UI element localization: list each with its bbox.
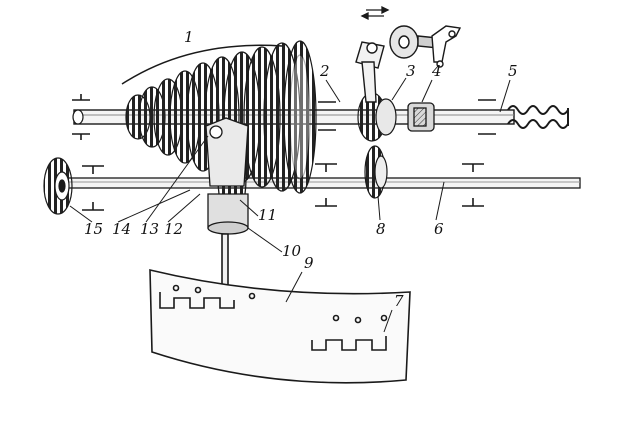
callout-10: 10 (282, 242, 302, 260)
end-gear (43, 157, 73, 215)
shift-fork-linkage (355, 25, 462, 103)
callout-7: 7 (394, 292, 404, 310)
group-bracket (121, 44, 283, 85)
sliding-gear (357, 92, 397, 142)
double-arrow-icon (360, 5, 390, 21)
callout-4: 4 (432, 62, 442, 80)
bearing-supports (72, 94, 496, 211)
leader-lines (69, 77, 511, 333)
driven-gear (364, 145, 388, 199)
callout-2: 2 (320, 62, 330, 80)
callout-3: 3 (406, 62, 416, 80)
callout-11: 11 (258, 206, 278, 224)
lower-shaft (59, 177, 581, 189)
spring (507, 105, 569, 129)
tumbler-assembly (205, 117, 249, 235)
callout-12: 12 (164, 220, 184, 238)
clutch (407, 102, 435, 132)
callout-8: 8 (376, 220, 386, 238)
callout-9: 9 (304, 254, 314, 272)
callout-1: 1 (184, 28, 194, 46)
index-plate (149, 268, 411, 384)
callout-13: 13 (140, 220, 160, 238)
callout-5: 5 (508, 62, 518, 80)
callout-14: 14 (112, 220, 132, 238)
callout-15: 15 (84, 220, 104, 238)
callout-6: 6 (434, 220, 444, 238)
